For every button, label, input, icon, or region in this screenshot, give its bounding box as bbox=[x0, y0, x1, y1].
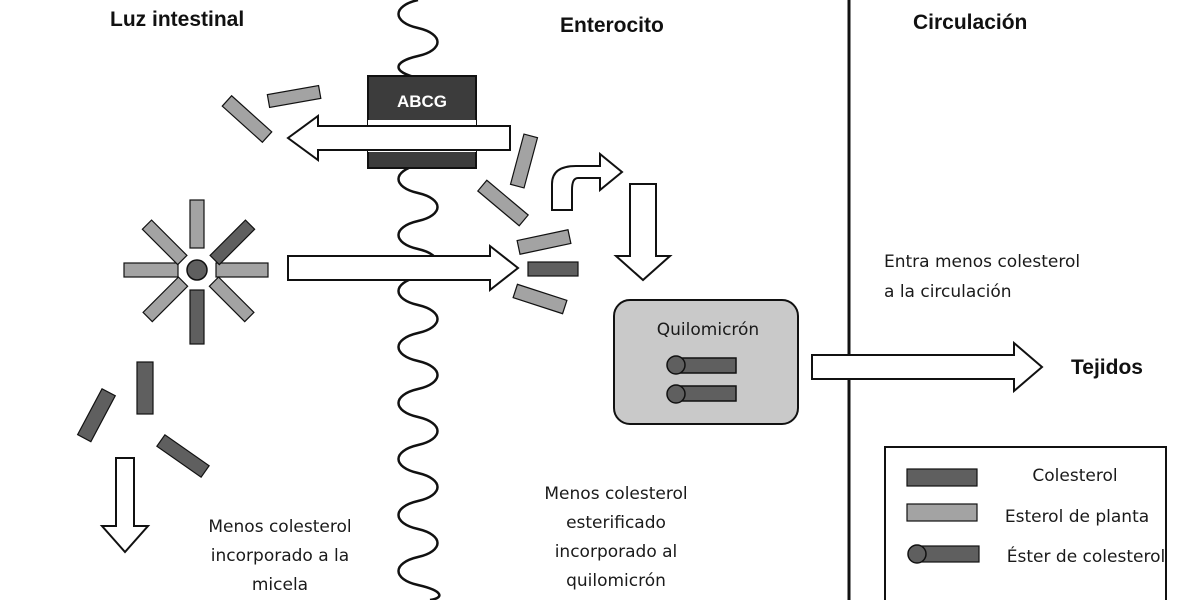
cholesterol-molecule bbox=[189, 289, 205, 345]
plant-sterol-molecule bbox=[512, 283, 568, 315]
plant-sterol-molecule bbox=[516, 229, 572, 255]
brush-border-membrane bbox=[397, 0, 441, 600]
lumen-note: Menos colesterol incorporado a la micela bbox=[208, 517, 351, 595]
legend-label-cholesterol-ester: Éster de colesterol bbox=[1007, 545, 1165, 567]
legend-swatch-cholesterol bbox=[906, 468, 978, 487]
enterocyte-note-line: incorporado al bbox=[555, 542, 678, 562]
lumen-note-line: micela bbox=[252, 575, 308, 595]
plant-sterol-molecule bbox=[142, 276, 189, 323]
enterocyte-note-line: quilomicrón bbox=[566, 571, 666, 591]
header-circulation: Circulación bbox=[913, 11, 1027, 34]
cholesterol-ester-icon bbox=[666, 355, 737, 375]
enterocyte-note-line: Menos colesterol bbox=[544, 484, 687, 504]
curved-arrow bbox=[551, 151, 624, 211]
circulation-note: Entra menos colesterol a la circulación bbox=[884, 252, 1080, 302]
circulation-note-line: Entra menos colesterol bbox=[884, 252, 1080, 272]
plant-sterol-molecule bbox=[476, 179, 530, 227]
header-enterocyte: Enterocito bbox=[560, 14, 664, 37]
plant-sterol-molecule bbox=[208, 276, 255, 323]
plant-sterol-molecule bbox=[189, 199, 205, 249]
enterocyte-note-line: esterificado bbox=[566, 513, 666, 533]
abcg-label: ABCG bbox=[397, 92, 447, 111]
lumen-note-line: Menos colesterol bbox=[208, 517, 351, 537]
legend-label-plant-sterol: Esterol de planta bbox=[1005, 507, 1149, 527]
plant-sterol-molecule bbox=[266, 84, 322, 109]
lumen-note-line: incorporado a la bbox=[211, 546, 349, 566]
efflux-arrow bbox=[286, 114, 511, 162]
cholesterol-molecule bbox=[136, 361, 154, 415]
plant-sterol-molecule bbox=[509, 133, 539, 189]
plant-sterol-molecule bbox=[141, 219, 188, 266]
chylomicron-label: Quilomicrón bbox=[657, 320, 759, 340]
micelle-core bbox=[186, 259, 208, 281]
micelle bbox=[123, 199, 269, 345]
enterocyte-note: Menos colesterol esterificado incorporad… bbox=[544, 484, 687, 591]
legend-swatch-cholesterol-ester bbox=[907, 544, 980, 564]
chylomicron: Quilomicrón bbox=[613, 299, 799, 425]
cholesterol-molecule bbox=[76, 387, 117, 443]
legend-swatch-plant-sterol bbox=[906, 503, 978, 522]
plant-sterol-molecule bbox=[215, 262, 269, 278]
cholesterol-ester-icon bbox=[666, 384, 737, 404]
header-lumen: Luz intestinal bbox=[110, 8, 244, 31]
abcg-transporter: ABCG bbox=[367, 75, 477, 169]
plant-sterol-molecule bbox=[221, 94, 273, 144]
circulation-note-line: a la circulación bbox=[884, 282, 1012, 302]
plant-sterol-molecule bbox=[123, 262, 179, 278]
legend-label-cholesterol: Colesterol bbox=[1032, 466, 1117, 486]
uptake-arrow bbox=[287, 243, 520, 293]
tissues-label: Tejidos bbox=[1071, 356, 1143, 379]
lumen-down-arrow bbox=[99, 457, 151, 554]
cholesterol-molecule bbox=[156, 433, 210, 479]
cholesterol-molecule bbox=[209, 219, 256, 266]
legend: Colesterol Esterol de planta Éster de co… bbox=[884, 446, 1167, 600]
down-arrow-to-chylomicron bbox=[613, 183, 673, 282]
tissues-arrow bbox=[811, 340, 1044, 394]
cholesterol-molecule bbox=[527, 261, 579, 277]
